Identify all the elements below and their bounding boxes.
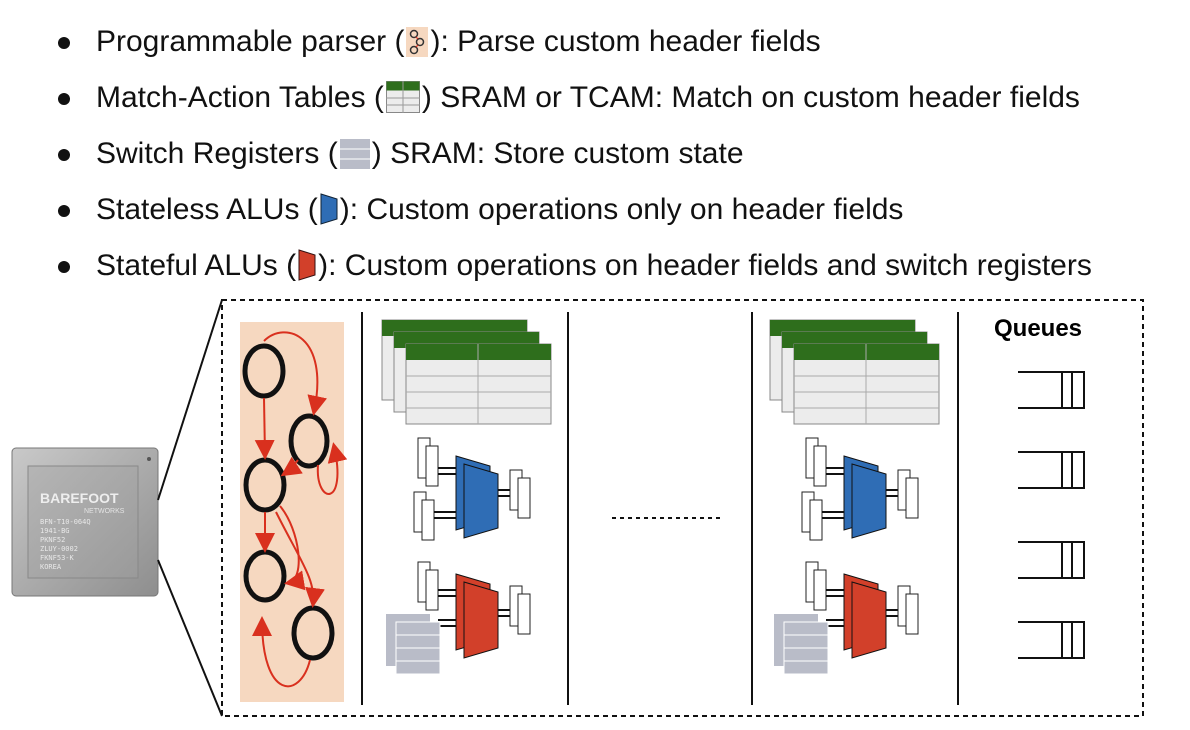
bullet-label: Stateful ALUs [96,249,278,282]
chip-line: ZLUY-0002 [40,545,78,553]
parser-icon [406,27,429,57]
chip-image: BAREFOOT NETWORKS BFN-T10-064Q 1941-BG P… [11,447,159,597]
bullet-tables: Match-Action Tables () SRAM or TCAM: Mat… [58,74,1092,130]
stateful-alus [385,561,531,675]
chip-line: BFN-T10-064Q [40,518,91,526]
bullet-label: Programmable parser [96,25,387,58]
register-icon [339,139,370,169]
chip-line: KOREA [40,563,62,571]
queue-icon [1017,621,1085,659]
pipeline-box [221,299,1144,717]
queue-icon [1017,371,1085,409]
bullet-registers: Switch Registers () SRAM: Store custom s… [58,130,1092,186]
chip-line: 1941-BG [40,527,70,535]
match-action-tables [381,319,552,425]
bullet-desc: Custom operations only on header fields [366,193,904,226]
bullet-stateful: Stateful ALUs (): Custom operations on h… [58,242,1092,298]
zoom-line-bottom [157,559,223,717]
stage-last [769,319,940,675]
stateless-alus [801,437,919,541]
chip-line: PKNF52 [40,536,65,544]
bullet-stateless: Stateless ALUs (): Custom operations onl… [58,186,1092,242]
queue-icon [1017,541,1085,579]
bullet-label: Stateless ALUs [96,193,300,226]
stateless-alus [413,437,531,541]
bullet-desc: Parse custom header fields [457,25,821,58]
bullet-label: Switch Registers [96,137,320,170]
stateful-alu-icon [298,249,316,281]
bullet-list: Programmable parser (): Parse custom hea… [58,18,1092,298]
stateful-alus [773,561,919,675]
parser-graph [240,322,348,702]
table-icon [385,81,420,113]
chip-sub: NETWORKS [84,508,125,515]
match-action-tables [769,319,940,425]
bullet-parser: Programmable parser (): Parse custom hea… [58,18,1092,74]
stage-first [381,319,552,675]
stateless-alu-icon [320,193,338,225]
chip-line: FKNF53-K [40,554,75,562]
bullet-desc: SRAM or TCAM: Match on custom header fie… [440,81,1080,114]
bullet-desc: SRAM: Store custom state [390,137,744,170]
queue-icon [1017,451,1085,489]
bullet-label: Match-Action Tables [96,81,366,114]
bullet-desc: Custom operations on header fields and s… [344,249,1092,282]
chip-brand: BAREFOOT [40,490,119,506]
queues-title: Queues [994,315,1082,342]
zoom-line-top [157,299,223,501]
